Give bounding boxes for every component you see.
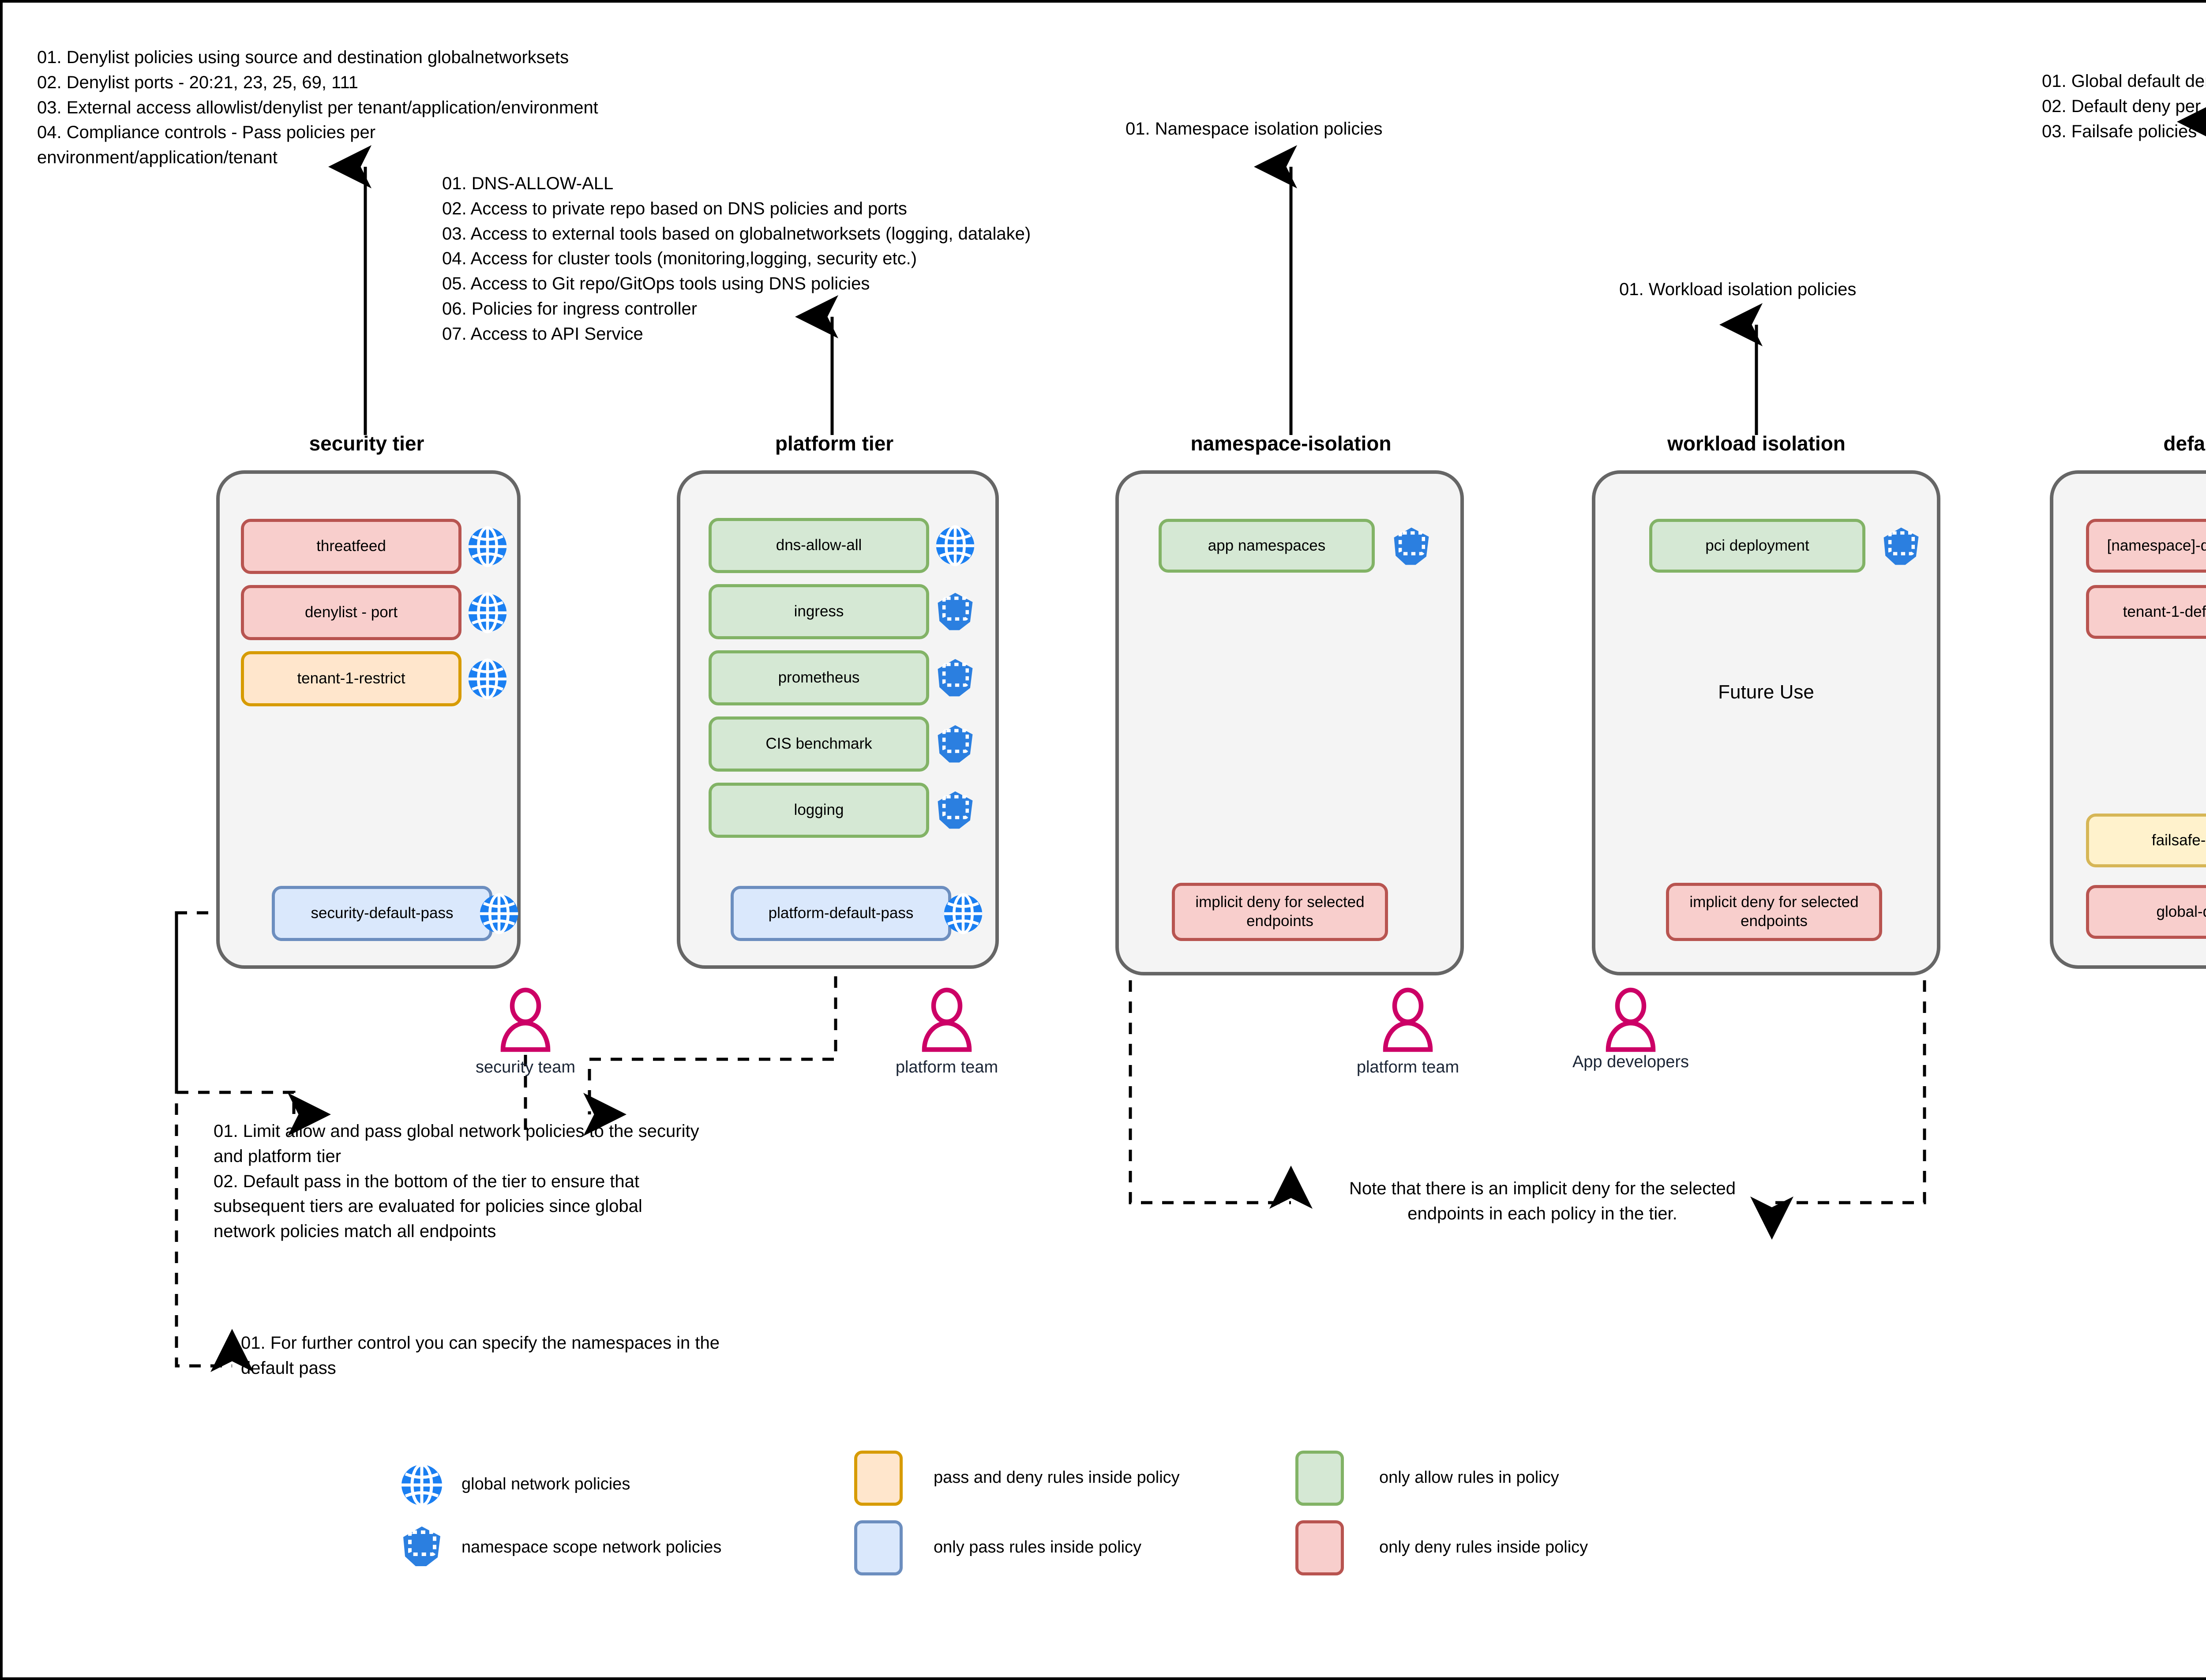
person-icon: [1598, 987, 1664, 1055]
namespace-scope-icon: [400, 1525, 444, 1569]
policy-ingress[interactable]: ingress: [709, 584, 929, 639]
policy-tenant-1-default-deny[interactable]: tenant-1-default-deny: [2086, 585, 2206, 639]
tier-title-text: workload isolation: [1667, 432, 1846, 455]
legend-swatch-pass: [854, 1520, 903, 1575]
default-tier-notes: 01. Global default deny 02. Default deny…: [2042, 71, 2206, 141]
globe-icon: [942, 893, 984, 934]
policy-threatfeed[interactable]: threatfeed: [241, 519, 461, 574]
policy-denylist-port[interactable]: denylist - port: [241, 585, 461, 640]
legend-label-global-network-policies: global network policies: [461, 1475, 630, 1493]
tier-title-text: default tier: [2163, 432, 2206, 455]
owner-label-app-developers: App developers: [1572, 1053, 1689, 1071]
globe-icon: [467, 658, 508, 700]
implicit-deny-note: Note that there is an implicit deny for …: [1349, 1179, 1736, 1223]
policy-app-namespaces[interactable]: app namespaces: [1159, 519, 1375, 573]
globe-icon: [934, 525, 976, 566]
person-icon: [1375, 987, 1441, 1055]
workload-future-use: Future Use: [1592, 681, 1940, 703]
workload-isolation-note: 01. Workload isolation policies: [1619, 280, 1857, 299]
globe-icon: [400, 1463, 444, 1507]
platform-tier-title: platform tier: [678, 431, 991, 455]
person-icon: [914, 987, 980, 1055]
tier-title-text: security tier: [309, 432, 424, 455]
tier-title-text: platform tier: [775, 432, 894, 455]
policy-implicit-deny-namespace[interactable]: implicit deny for selected endpoints: [1172, 883, 1388, 941]
policy-dns-allow-all[interactable]: dns-allow-all: [709, 518, 929, 573]
namespace-scope-icon: [934, 790, 976, 831]
security-tier-notes: 01. Denylist policies using source and d…: [37, 48, 598, 168]
namespace-scope-icon: [934, 591, 976, 633]
policy-prometheus[interactable]: prometheus: [709, 650, 929, 705]
workload-isolation-title: workload isolation: [1595, 431, 1917, 455]
policy-implicit-deny-workload[interactable]: implicit deny for selected endpoints: [1666, 883, 1882, 941]
legend-swatch-mixed: [854, 1451, 903, 1506]
further-control-note: 01. For further control you can specify …: [241, 1333, 720, 1378]
platform-tier-notes: 01. DNS-ALLOW-ALL 02. Access to private …: [442, 174, 1031, 344]
legend-swatch-allow: [1295, 1451, 1344, 1506]
tier-title-text: namespace-isolation: [1190, 432, 1392, 455]
policy-security-default-pass[interactable]: security-default-pass: [272, 886, 492, 941]
policy-logging[interactable]: logging: [709, 783, 929, 838]
policy-namespace-default-deny[interactable]: [namespace]-default-deny: [2086, 519, 2206, 573]
legend-label-pass-and-deny-rules: pass and deny rules inside policy: [934, 1468, 1180, 1487]
default-tier-title: default tier: [2059, 431, 2206, 455]
owner-label-platform-team: platform team: [895, 1058, 998, 1076]
policy-pci-deployment[interactable]: pci deployment: [1649, 519, 1865, 573]
legend-label-only-deny-rules: only deny rules inside policy: [1379, 1538, 1588, 1556]
globe-icon: [478, 893, 520, 934]
namespace-isolation-note: 01. Namespace isolation policies: [1126, 119, 1383, 139]
legend-label-namespace-scope-network-policies: namespace scope network policies: [461, 1538, 722, 1556]
legend-label-only-pass-rules: only pass rules inside policy: [934, 1538, 1142, 1556]
namespace-scope-icon: [934, 657, 976, 699]
owner-label-security-team: security team: [476, 1058, 575, 1076]
person-icon: [492, 987, 559, 1055]
globe-icon: [467, 592, 508, 634]
future-use-text: Future Use: [1718, 681, 1814, 703]
globe-icon: [467, 526, 508, 567]
policy-failsafe-allow[interactable]: failsafe-allow: [2086, 814, 2206, 867]
policy-tenant-1-restrict[interactable]: tenant-1-restrict: [241, 651, 461, 706]
policy-global-deny[interactable]: global-deny: [2086, 885, 2206, 939]
legend-label-only-allow-rules: only allow rules in policy: [1379, 1468, 1559, 1487]
namespace-isolation-title: namespace-isolation: [1132, 431, 1450, 455]
namespace-scope-icon: [934, 724, 976, 765]
owner-label-namespace-owner: platform team: [1356, 1058, 1459, 1076]
policy-cis-benchmark[interactable]: CIS benchmark: [709, 716, 929, 772]
namespace-scope-icon: [1880, 526, 1922, 567]
policy-platform-default-pass[interactable]: platform-default-pass: [731, 886, 951, 941]
namespace-scope-icon: [1391, 526, 1432, 567]
bottom-left-notes: 01. Limit allow and pass global network …: [214, 1121, 699, 1241]
security-tier-title: security tier: [210, 431, 523, 455]
legend-swatch-deny: [1295, 1520, 1344, 1575]
